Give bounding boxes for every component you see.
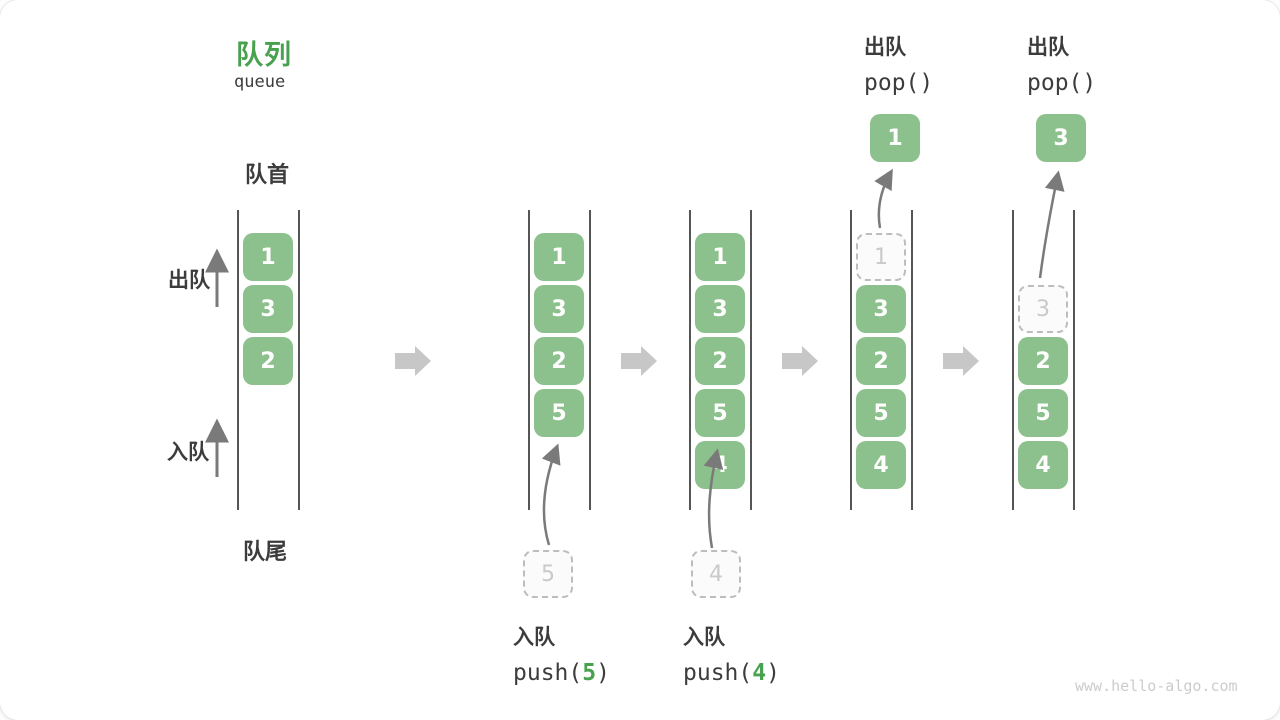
queue-cell: 4 — [695, 441, 745, 489]
dequeue-op-zh: 出队 — [1027, 35, 1069, 59]
enqueue-op-fn: push( — [513, 660, 583, 686]
label-queue-front: 队首 — [245, 163, 290, 188]
queue-column-wall — [528, 210, 530, 510]
label-dequeue-side: 出队 — [168, 268, 210, 292]
queue-cell: 4 — [856, 441, 906, 489]
queue-column-wall — [689, 210, 691, 510]
incoming-element: 5 — [523, 550, 573, 598]
queue-cell: 5 — [534, 389, 584, 437]
pop-1-arrow-icon — [874, 168, 893, 229]
label-enqueue-side: 入队 — [167, 440, 209, 464]
diagram-title-zh: 队列 — [236, 40, 292, 71]
enqueue-op-arg: 5 — [582, 660, 597, 686]
queue-cell: 3 — [243, 285, 293, 333]
enqueue-op-label: 入队 push(5) — [513, 621, 610, 686]
queue-cell: 5 — [856, 389, 906, 437]
state-transition-arrow-icon — [395, 346, 431, 376]
queue-column-wall — [911, 210, 913, 510]
enqueue-op-fn: push( — [683, 660, 753, 686]
label-queue-rear: 队尾 — [243, 540, 288, 565]
state-transition-arrow-icon — [621, 346, 657, 376]
queue-column-wall — [1073, 210, 1075, 510]
queue-cell: 2 — [856, 337, 906, 385]
queue-cell: 1 — [243, 233, 293, 281]
incoming-element: 4 — [691, 550, 741, 598]
enqueue-op-close: ) — [596, 660, 610, 686]
queue-cell: 3 — [695, 285, 745, 333]
queue-cell: 5 — [695, 389, 745, 437]
queue-cell: 5 — [1018, 389, 1068, 437]
dequeue-op-label: 出队 pop() — [864, 31, 933, 96]
pop-3-arrow-icon — [1038, 170, 1065, 279]
state-transition-arrow-icon — [782, 346, 818, 376]
queue-cell: 1 — [534, 233, 584, 281]
enqueue-op-close: ) — [766, 660, 780, 686]
queue-column-wall — [589, 210, 591, 510]
state-transition-arrow-icon — [943, 346, 979, 376]
watermark: www.hello-algo.com — [1075, 677, 1238, 695]
push-5-arrow-icon — [541, 443, 561, 546]
diagram-title-en: queue — [234, 72, 286, 92]
queue-cell: 2 — [1018, 337, 1068, 385]
queue-column-wall — [237, 210, 239, 510]
queue-cell: 2 — [695, 337, 745, 385]
dequeue-op-zh: 出队 — [864, 35, 906, 59]
queue-cell-dashed: 1 — [856, 233, 906, 281]
queue-cell: 3 — [856, 285, 906, 333]
dequeue-op-code: pop() — [1027, 70, 1097, 96]
queue-cell: 1 — [695, 233, 745, 281]
enqueue-op-label: 入队 push(4) — [683, 621, 780, 686]
queue-cell: 4 — [1018, 441, 1068, 489]
enqueue-op-code: push(4) — [683, 660, 780, 686]
queue-column-wall — [750, 210, 752, 510]
queue-cell-dashed: 3 — [1018, 285, 1068, 333]
enqueue-op-zh: 入队 — [513, 625, 555, 649]
dequeue-op-label: 出队 pop() — [1027, 31, 1096, 96]
queue-cell: 2 — [534, 337, 584, 385]
popped-element: 3 — [1036, 114, 1086, 162]
dequeue-op-code: pop() — [864, 70, 934, 96]
queue-cell: 3 — [534, 285, 584, 333]
enqueue-op-code: push(5) — [513, 660, 610, 686]
queue-column-wall — [298, 210, 300, 510]
popped-element: 1 — [870, 114, 920, 162]
enqueue-op-zh: 入队 — [683, 625, 725, 649]
queue-cell: 2 — [243, 337, 293, 385]
queue-column-wall — [1012, 210, 1014, 510]
queue-column-wall — [850, 210, 852, 510]
enqueue-op-arg: 4 — [752, 660, 767, 686]
